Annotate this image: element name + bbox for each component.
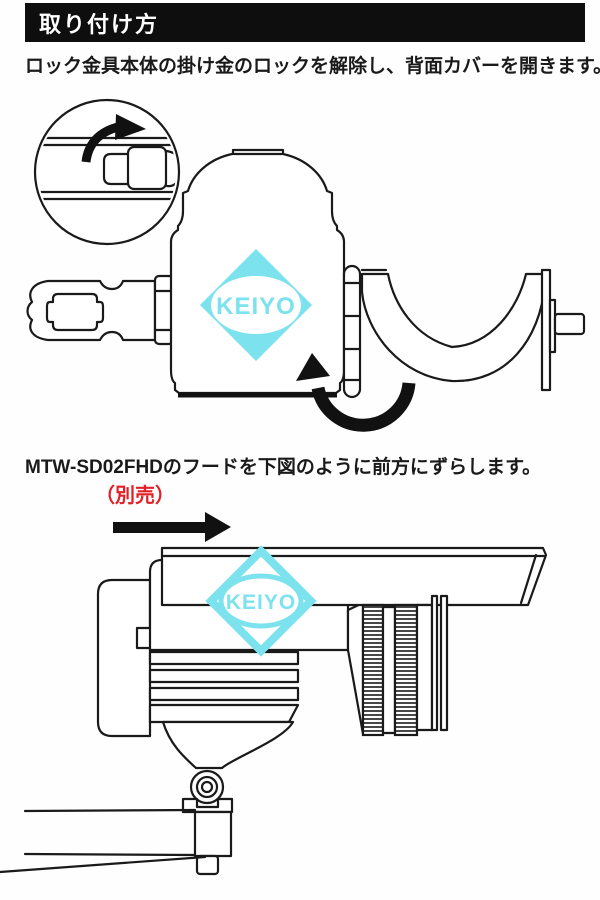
- sold-separately-note: （別売）: [95, 485, 175, 507]
- cover-stub: [553, 312, 586, 336]
- latch-arm-cutout: [45, 292, 105, 332]
- step1-instruction: ロック金具本体の掛け金のロックを解除し、背面カバーを開きます。: [25, 56, 600, 77]
- keiyo-logo: KEIYO: [205, 545, 317, 657]
- rotate-open-arrow-icon: [296, 353, 416, 432]
- bracket-open-diagram: KEIYO: [26, 98, 586, 432]
- mount-flange: [181, 797, 234, 814]
- hinge: [342, 264, 362, 399]
- keiyo-logo-text: KEIYO: [216, 293, 296, 320]
- back-cover: [360, 272, 547, 383]
- lens-rings: [361, 594, 449, 737]
- lock-detail-content: [38, 136, 176, 201]
- step2-instruction: MTW-SD02FHDのフードを下図のように前方にずらします。: [25, 457, 542, 478]
- cover-plate: [540, 268, 552, 392]
- mount-arm: [0, 808, 207, 874]
- rotate-latch-arrow-icon: [81, 114, 146, 163]
- lock-detail-circle: [33, 98, 181, 246]
- ball-joint: [189, 769, 225, 805]
- keiyo-logo: KEIYO: [200, 249, 312, 361]
- camera-diagram: KEIYO: [0, 512, 548, 876]
- bracket-saddle: [161, 720, 295, 770]
- body-fins: [148, 650, 300, 724]
- mount-tab: [195, 854, 220, 876]
- lens-cone: [346, 601, 365, 736]
- section-header-bar: 取り付け方: [25, 3, 585, 42]
- keiyo-logo-text: KEIYO: [226, 591, 296, 614]
- camera-rear-cap: [96, 578, 152, 738]
- page-title: 取り付け方: [39, 11, 160, 37]
- mount-block: [193, 810, 233, 858]
- slide-forward-arrow-icon: [113, 512, 231, 542]
